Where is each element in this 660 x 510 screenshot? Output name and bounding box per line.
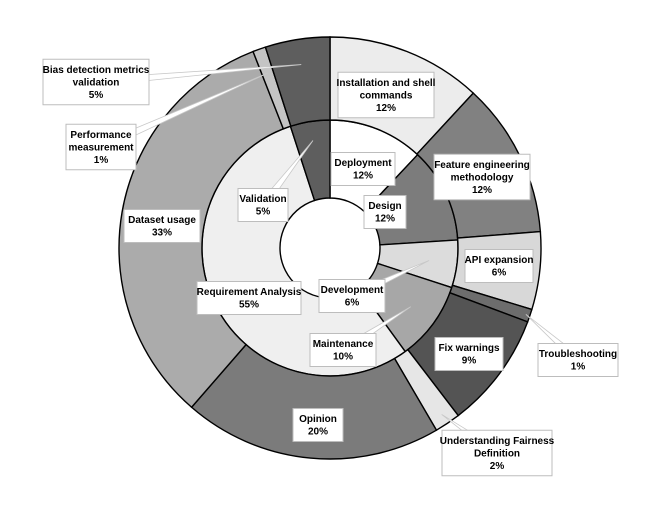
label-text-understanding-fairness-definition-0: Understanding Fairness [440,436,555,447]
label-text-feature-engineering-methodology-0: Feature engineering [434,160,530,171]
label-text-dataset-usage-1: 33% [152,228,172,239]
label-text-opinion-0: Opinion [299,414,337,425]
label-text-deployment-0: Deployment [334,158,392,169]
label-text-performance-measurement-1: measurement [68,142,134,153]
label-api-expansion: API expansion 6% [464,249,534,283]
label-text-deployment-1: 12% [353,171,373,182]
label-text-opinion-1: 20% [308,427,328,438]
label-dataset-usage: Dataset usage 33% [123,209,201,243]
label-text-api-expansion-1: 6% [492,268,507,279]
outer-ring [118,36,542,460]
label-box-troubleshooting [537,343,619,377]
label-text-troubleshooting-1: 1% [571,362,586,373]
label-text-maintenance-0: Maintenance [313,339,374,350]
label-text-development-0: Development [321,285,384,296]
label-text-requirement-analysis-1: 55% [239,300,259,311]
label-opinion: Opinion 20% [292,408,344,442]
label-box-understanding-fairness-definition [441,429,553,477]
label-text-bias-detection-metrics-validation-1: validation [73,77,120,88]
label-text-design-1: 12% [375,214,395,225]
label-text-understanding-fairness-definition-1: Definition [474,448,520,459]
label-box-performance-measurement [65,123,137,171]
label-box-deployment [330,152,396,186]
label-text-api-expansion-0: API expansion [465,255,534,266]
label-box-api-expansion [464,249,534,283]
label-box-maintenance [309,333,377,367]
label-text-feature-engineering-methodology-2: 12% [472,185,492,196]
outer-slice-dataset-usage [118,50,285,409]
label-box-bias-detection-metrics-validation [42,58,150,106]
label-fix-warnings: Fix warnings 9% [434,337,504,371]
label-box-validation [237,188,289,222]
label-text-requirement-analysis-0: Requirement Analysis [197,287,302,298]
label-box-fix-warnings [434,337,504,371]
label-text-troubleshooting-0: Troubleshooting [539,349,617,360]
label-box-opinion [292,408,344,442]
label-text-installation-and-shell-commands-0: Installation and shell [337,78,436,89]
label-box-installation-and-shell-commands [337,71,435,119]
label-development: Development 6% [318,279,386,313]
label-text-fix-warnings-0: Fix warnings [438,343,500,354]
outer-slice-opinion [190,343,438,460]
label-validation: Validation 5% [237,188,289,222]
label-text-validation-0: Validation [239,194,286,205]
label-box-requirement-analysis [196,281,302,315]
label-requirement-analysis: Requirement Analysis 55% [196,281,302,315]
label-text-maintenance-1: 10% [333,352,353,363]
label-text-performance-measurement-0: Performance [70,130,132,141]
label-text-design-0: Design [368,201,401,212]
label-box-design [363,195,407,229]
label-text-dataset-usage-0: Dataset usage [128,215,196,226]
outer-slice-bias-detection-metrics-validation [264,36,331,128]
label-text-bias-detection-metrics-validation-2: 5% [89,90,104,101]
label-text-development-1: 6% [345,298,360,309]
label-text-installation-and-shell-commands-2: 12% [376,103,396,114]
label-text-understanding-fairness-definition-2: 2% [490,461,505,472]
label-text-validation-1: 5% [256,207,271,218]
data-labels: Deployment 12% Design 12% Development 6% Maint… [42,58,619,477]
label-maintenance: Maintenance 10% [309,333,377,367]
label-troubleshooting: Troubleshooting 1% [537,343,619,377]
label-box-dataset-usage [123,209,201,243]
label-text-bias-detection-metrics-validation-0: Bias detection metrics [43,65,150,76]
label-design: Design 12% [363,195,407,229]
label-text-installation-and-shell-commands-1: commands [360,90,413,101]
label-box-development [318,279,386,313]
label-text-performance-measurement-2: 1% [94,155,109,166]
label-text-fix-warnings-1: 9% [462,356,477,367]
label-deployment: Deployment 12% [330,152,396,186]
label-text-feature-engineering-methodology-1: methodology [451,172,514,183]
label-box-feature-engineering-methodology [433,153,531,201]
